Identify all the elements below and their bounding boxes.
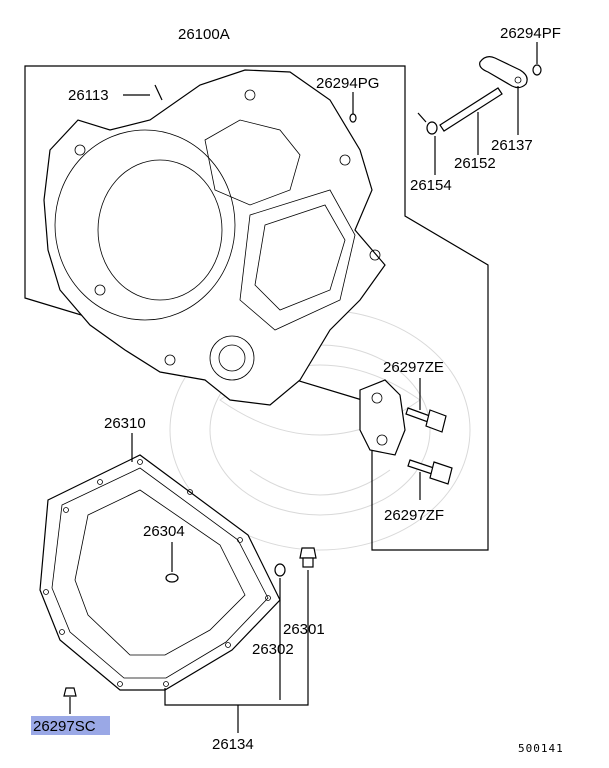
lever-26137-part[interactable] (479, 56, 528, 89)
bolt-26297SC-part[interactable] (63, 687, 77, 697)
oring-26294PF-part[interactable] (532, 64, 542, 76)
label-26152[interactable]: 26152 (454, 155, 496, 172)
bolt-26297ZF-part[interactable] (407, 459, 453, 485)
oil-pan-26310-part[interactable] (39, 454, 281, 691)
transmission-case-part[interactable] (43, 69, 386, 406)
label-26137[interactable]: 26137 (491, 137, 533, 154)
label-26113[interactable]: 26113 (68, 87, 109, 104)
gasket-26302-part[interactable] (274, 563, 286, 577)
label-26302[interactable]: 26302 (252, 641, 294, 658)
magnet-26304-part[interactable] (165, 573, 179, 583)
figure-number: 500141 (518, 742, 564, 755)
seal-26154-part[interactable] (417, 112, 438, 135)
highlight-26297SC (31, 716, 110, 735)
label-26297ZF[interactable]: 26297ZF (384, 507, 444, 524)
drain-plug-26301-part[interactable] (299, 547, 317, 568)
label-26154[interactable]: 26154 (410, 177, 452, 194)
bolt-26297ZE-part[interactable] (405, 407, 447, 433)
label-26310[interactable]: 26310 (104, 415, 146, 432)
bracket-part[interactable] (359, 379, 406, 456)
label-26294PF[interactable]: 26294PF (500, 25, 561, 42)
bracket-26134 (164, 688, 309, 706)
shaft-26152-part[interactable] (439, 87, 503, 132)
label-26297SC[interactable]: 26297SC (33, 718, 96, 735)
pin-26113-part[interactable] (154, 84, 163, 101)
label-26134[interactable]: 26134 (212, 736, 254, 753)
label-26304[interactable]: 26304 (143, 523, 185, 540)
label-26100A[interactable]: 26100A (178, 26, 230, 43)
oring-26294PG-part[interactable] (349, 113, 357, 123)
label-26297ZE[interactable]: 26297ZE (383, 359, 444, 376)
label-26301[interactable]: 26301 (283, 621, 325, 638)
label-26294PG[interactable]: 26294PG (316, 75, 379, 92)
